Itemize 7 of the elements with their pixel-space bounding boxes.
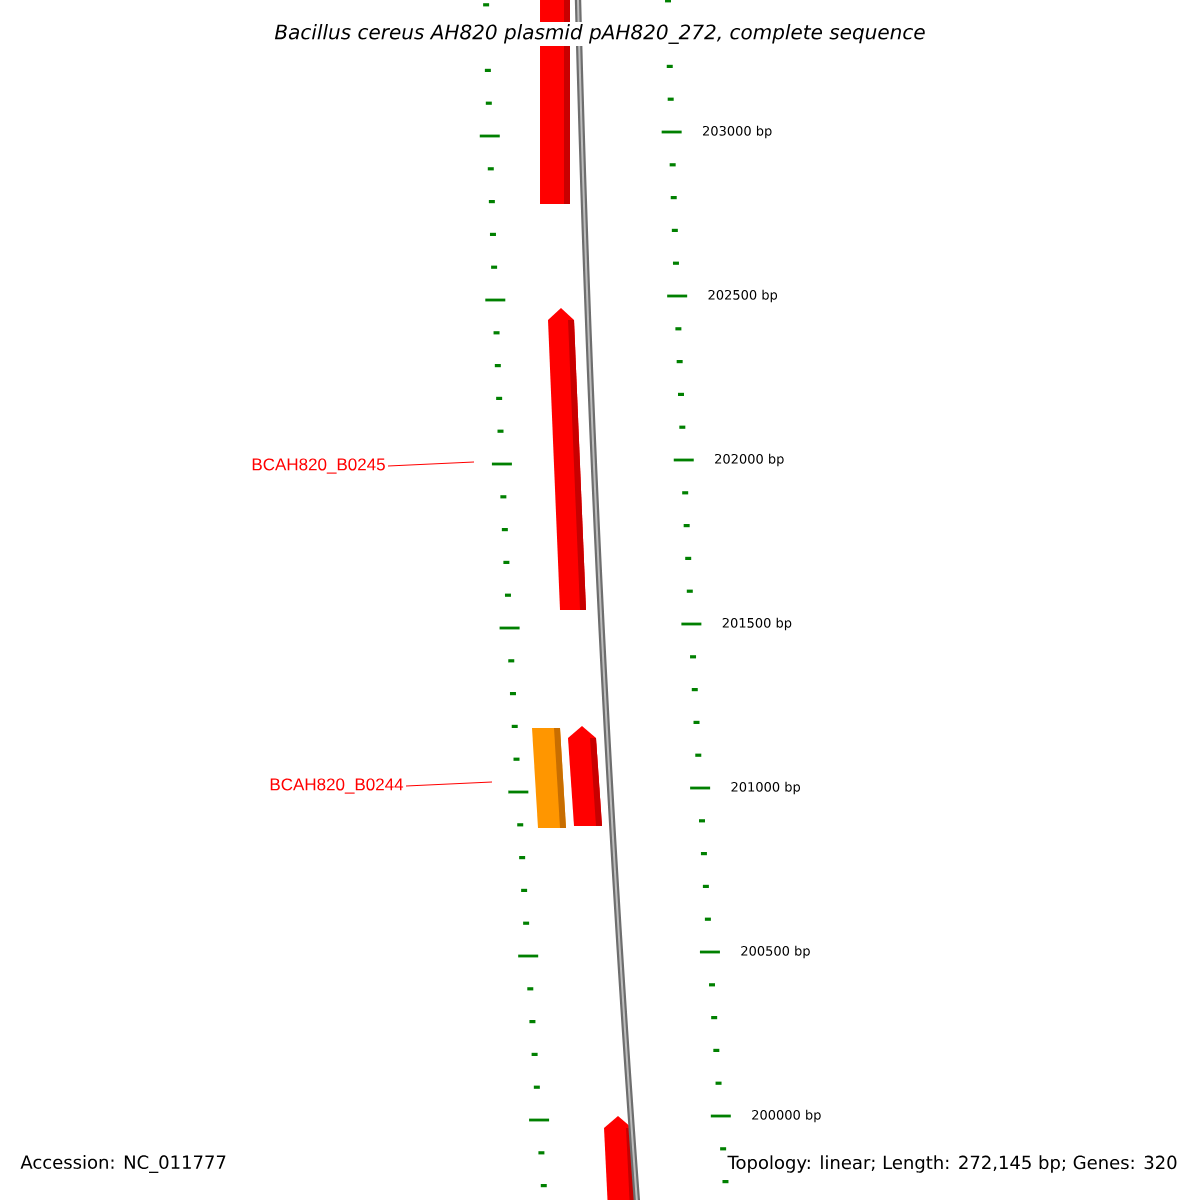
- leader-line: [405, 781, 493, 787]
- leader-line: [387, 461, 475, 467]
- title: Bacillus cereus AH820 plasmid pAH820_272, complete sequence: [272, 22, 928, 46]
- summary-text: Topology: linear; Length: 272,145 bp; Genes: 320: [727, 1155, 1177, 1173]
- accession-text: Accession: NC_011777: [20, 1155, 226, 1173]
- gene-label: BCAH820_B0244: [270, 778, 404, 794]
- gene-label: BCAH820_B0245: [252, 458, 385, 474]
